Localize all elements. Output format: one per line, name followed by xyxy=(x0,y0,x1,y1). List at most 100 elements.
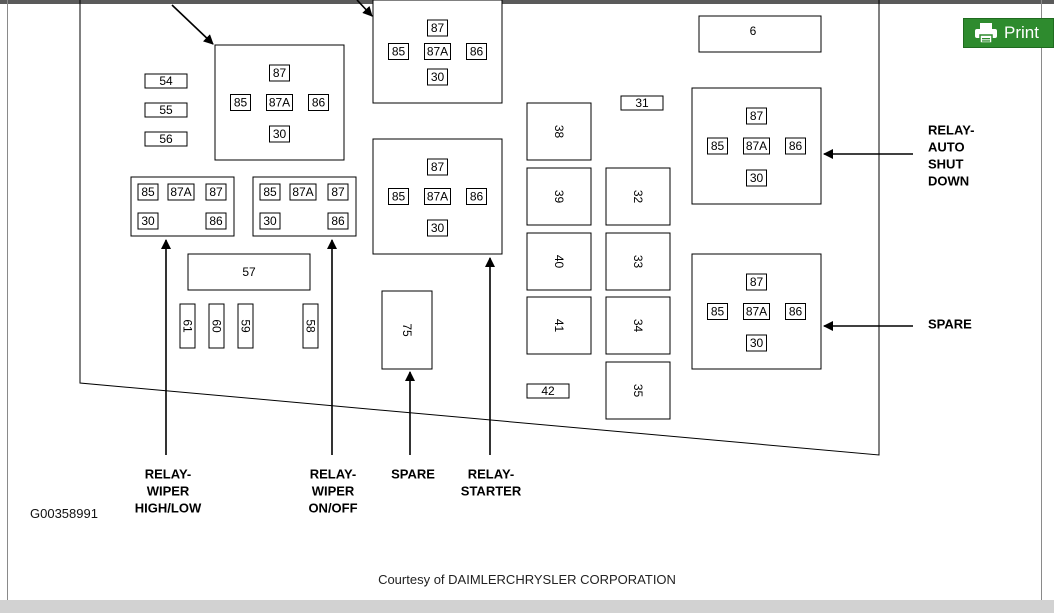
print-button[interactable]: Print xyxy=(963,18,1054,48)
relay-pin-label: 30 xyxy=(141,214,155,228)
relay-pin xyxy=(137,212,159,230)
relay-pin xyxy=(388,43,409,60)
fuse-label: 32 xyxy=(631,190,645,204)
relay-pin xyxy=(269,64,290,82)
label-relay-wiper-on-off: RELAY- xyxy=(310,467,356,482)
relay-pin-label: 87A xyxy=(427,190,448,204)
printer-icon xyxy=(972,18,1000,48)
fuse xyxy=(179,303,196,349)
fuse-label: 54 xyxy=(159,74,173,88)
label-relay-auto-shutdown: SHUT xyxy=(928,157,963,172)
fuse xyxy=(208,303,225,349)
relay-pin xyxy=(266,94,293,111)
fuse xyxy=(144,131,188,147)
relay-pin-label: 86 xyxy=(789,305,803,319)
fuse-label: 56 xyxy=(159,132,173,146)
relay-pin xyxy=(137,183,159,201)
label-relay-auto-shutdown: RELAY- xyxy=(928,123,974,138)
fuse-label: 58 xyxy=(304,319,318,333)
relay-pin xyxy=(388,188,409,205)
fuse-label: 33 xyxy=(631,255,645,269)
relay-pin-label: 30 xyxy=(431,221,445,235)
label-relay-wiper-high-low: WIPER xyxy=(147,484,190,499)
relay-pin xyxy=(167,183,195,201)
print-label: Print xyxy=(1004,23,1039,42)
fuse-label: 57 xyxy=(242,265,256,279)
relay-pin xyxy=(427,158,448,176)
relay-pin-label: 30 xyxy=(750,171,764,185)
relay-pin-label: 87 xyxy=(431,160,445,174)
relay-pin xyxy=(205,212,227,230)
relay-pin-label: 30 xyxy=(263,214,277,228)
relay-pin xyxy=(205,183,227,201)
relay-pin-label: 87A xyxy=(746,139,767,153)
relay-pin-label: 87A xyxy=(746,305,767,319)
fuse xyxy=(526,296,592,355)
fuse xyxy=(526,167,592,226)
fuse xyxy=(302,303,319,349)
arrow-top-middle xyxy=(356,0,373,17)
relay-pin xyxy=(743,303,770,320)
relay-pin xyxy=(424,43,451,60)
relay-pin-label: 86 xyxy=(209,214,223,228)
fuse xyxy=(620,95,664,111)
label-relay-starter: STARTER xyxy=(461,484,522,499)
fuse-label: 6 xyxy=(750,24,757,38)
left-rule xyxy=(7,0,8,600)
relay-pin-label: 87A xyxy=(427,45,448,59)
relay-pin-label: 86 xyxy=(331,214,345,228)
relay-pin xyxy=(308,94,329,111)
relay-pin-label: 87 xyxy=(331,185,345,199)
fuse xyxy=(605,361,671,420)
relay-pin-label: 87 xyxy=(431,21,445,35)
fuse-label: 40 xyxy=(552,255,566,269)
fuse xyxy=(526,383,570,399)
relay-pin xyxy=(707,303,728,320)
relay-pin xyxy=(230,94,251,111)
relay-pin-label: 30 xyxy=(273,127,287,141)
fuse-label: 35 xyxy=(631,384,645,398)
fuse-box-outline xyxy=(79,0,880,456)
relay-pin-label: 87 xyxy=(273,66,287,80)
fuse-label: 31 xyxy=(635,96,649,110)
relay-pin xyxy=(746,273,767,291)
relay-pin xyxy=(327,212,349,230)
fuse xyxy=(605,167,671,226)
relay-pin-label: 85 xyxy=(234,96,248,110)
courtesy-text: Courtesy of DAIMLERCHRYSLER CORPORATION xyxy=(378,572,676,587)
fuse-label: 39 xyxy=(552,190,566,204)
relay-pin-label: 85 xyxy=(711,139,725,153)
relay-pin xyxy=(327,183,349,201)
label-spare-right: SPARE xyxy=(928,317,972,332)
relay-pin-label: 87A xyxy=(292,185,313,199)
fuse-label: 34 xyxy=(631,319,645,333)
relay-pin xyxy=(427,68,448,86)
fuse xyxy=(605,232,671,291)
label-relay-wiper-high-low: RELAY- xyxy=(145,467,191,482)
relay-pin xyxy=(707,137,728,155)
fuse-label: 60 xyxy=(210,319,224,333)
fuse xyxy=(698,15,822,53)
relay-pin-label: 30 xyxy=(431,70,445,84)
fuse xyxy=(605,296,671,355)
relay-pin xyxy=(269,125,290,143)
relay-pin xyxy=(424,188,451,205)
relay-pin-label: 85 xyxy=(392,45,406,59)
fuse-label: 41 xyxy=(552,319,566,333)
relay-pin xyxy=(743,137,770,155)
relay-pin-label: 87 xyxy=(750,275,764,289)
label-relay-wiper-on-off: WIPER xyxy=(312,484,355,499)
fuse-label: 75 xyxy=(400,323,414,337)
label-relay-starter: RELAY- xyxy=(468,467,514,482)
relay-pin-label: 87 xyxy=(750,109,764,123)
relay-pin-label: 87A xyxy=(269,96,290,110)
relay-pin xyxy=(466,43,487,60)
relay-pin-label: 85 xyxy=(392,190,406,204)
fuse xyxy=(381,290,433,370)
label-relay-auto-shutdown: AUTO xyxy=(928,140,965,155)
right-rule xyxy=(1041,0,1042,600)
label-relay-auto-shutdown: DOWN xyxy=(928,174,969,189)
relay-pin xyxy=(785,137,806,155)
